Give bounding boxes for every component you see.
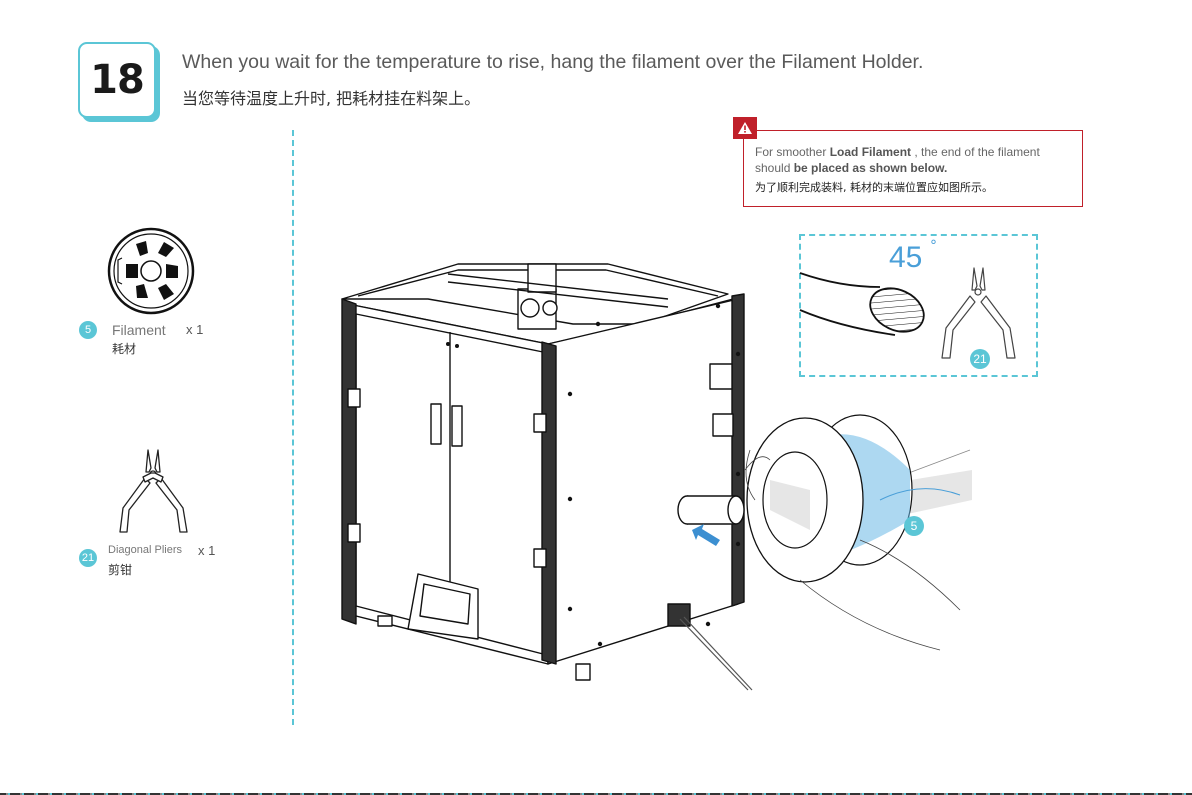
part-name-zh: 耗材 (112, 342, 137, 356)
part-name: Diagonal Pliers (108, 544, 182, 556)
warning-text-part: , the end of the filament (911, 145, 1040, 159)
warning-triangle-icon (733, 117, 757, 139)
blue-arrow-icon (692, 524, 720, 546)
part-name-zh: 剪钳 (108, 563, 133, 577)
filament-cut-end-illustration (799, 272, 925, 336)
filament-callout-5: 5 (904, 516, 924, 536)
diagonal-pliers-icon (119, 449, 188, 533)
step-title-zh: 当您等待温度上升时, 把耗材挂在料架上。 (182, 89, 481, 108)
warning-callout-box (743, 130, 1083, 207)
section-divider (292, 130, 294, 725)
part-callout-5: 5 (79, 321, 97, 339)
cut-angle-value: 45 (889, 241, 923, 274)
filament-spool-icon (107, 227, 195, 315)
cut-angle-unit: ° (930, 238, 937, 254)
cut-angle-detail-box (799, 234, 1038, 377)
step-title-en: When you wait for the temperature to ris… (182, 51, 924, 73)
step-number: 18 (90, 57, 145, 103)
warning-text-emphasis: Load Filament (829, 145, 912, 159)
filament-spool-in-hands-illustration (744, 414, 972, 651)
part-quantity: x 1 (198, 543, 216, 558)
warning-text-part: For smoother (755, 145, 830, 159)
3d-printer-illustration (341, 263, 753, 691)
part-callout-21: 21 (79, 549, 97, 567)
warning-text-en: For smoother Load Filament , the end of … (755, 144, 1085, 176)
diagonal-pliers-icon (941, 267, 1016, 359)
warning-text-emphasis: be placed as shown below. (793, 161, 948, 175)
warning-text-zh: 为了顺利完成装料, 耗材的末端位置应如图所示。 (755, 181, 993, 194)
part-name: Filament (112, 322, 166, 338)
page-bottom-border (0, 793, 1192, 795)
warning-text-part: should (755, 161, 794, 175)
tool-callout-21: 21 (970, 349, 990, 369)
step-number-badge: 18 (78, 42, 156, 118)
part-quantity: x 1 (186, 322, 204, 337)
